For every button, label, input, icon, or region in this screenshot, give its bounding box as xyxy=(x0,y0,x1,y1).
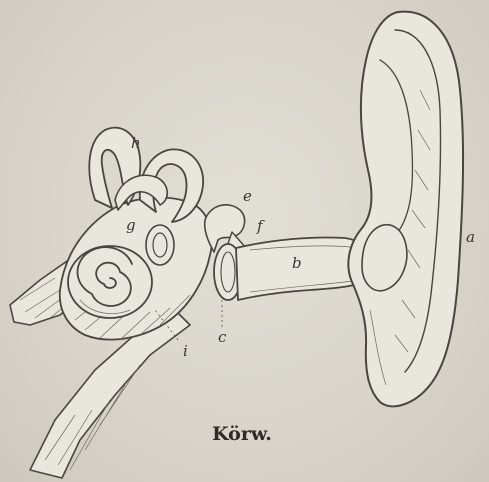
label-a: a xyxy=(466,228,475,246)
auricle xyxy=(348,12,463,407)
label-h: h xyxy=(131,134,141,152)
label-i: i xyxy=(183,342,188,360)
label-e: e xyxy=(243,187,252,205)
label-g: g xyxy=(126,216,136,234)
vestibule-window xyxy=(146,225,174,265)
label-c: c xyxy=(218,328,227,346)
label-b: b xyxy=(292,254,302,272)
cochlea xyxy=(68,246,152,318)
figure-caption: Körw. xyxy=(212,423,272,445)
label-f: f xyxy=(256,217,265,235)
